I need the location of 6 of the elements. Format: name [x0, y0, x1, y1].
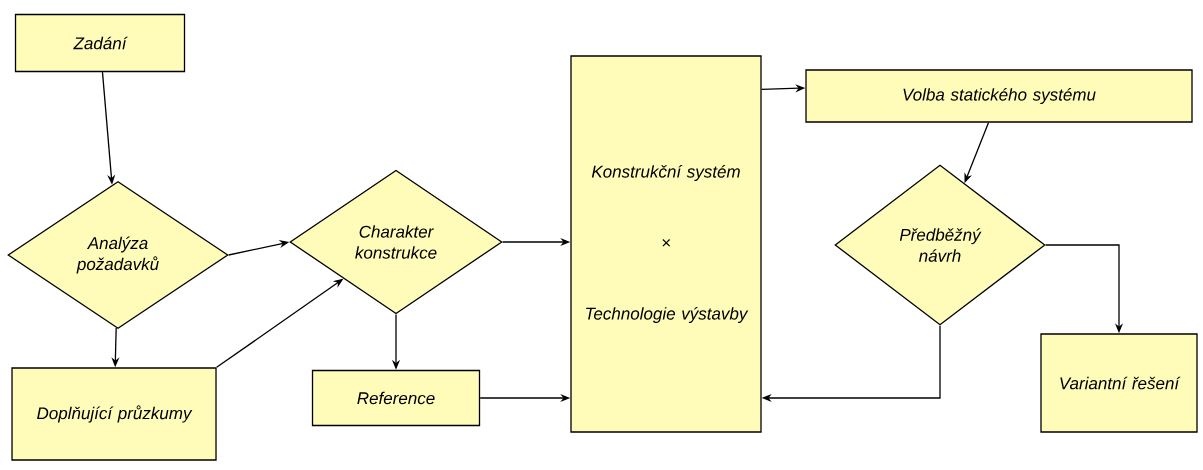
process-box: Volba statického systému — [805, 69, 1193, 123]
process-box: Variantní řešení — [1040, 333, 1198, 433]
process-box: Konstrukční systém × Technologie výstavby — [570, 55, 762, 433]
process-box: Reference — [311, 369, 481, 427]
process-box: Doplňující průzkumy — [11, 367, 217, 461]
process-box: Zadání — [14, 13, 186, 73]
